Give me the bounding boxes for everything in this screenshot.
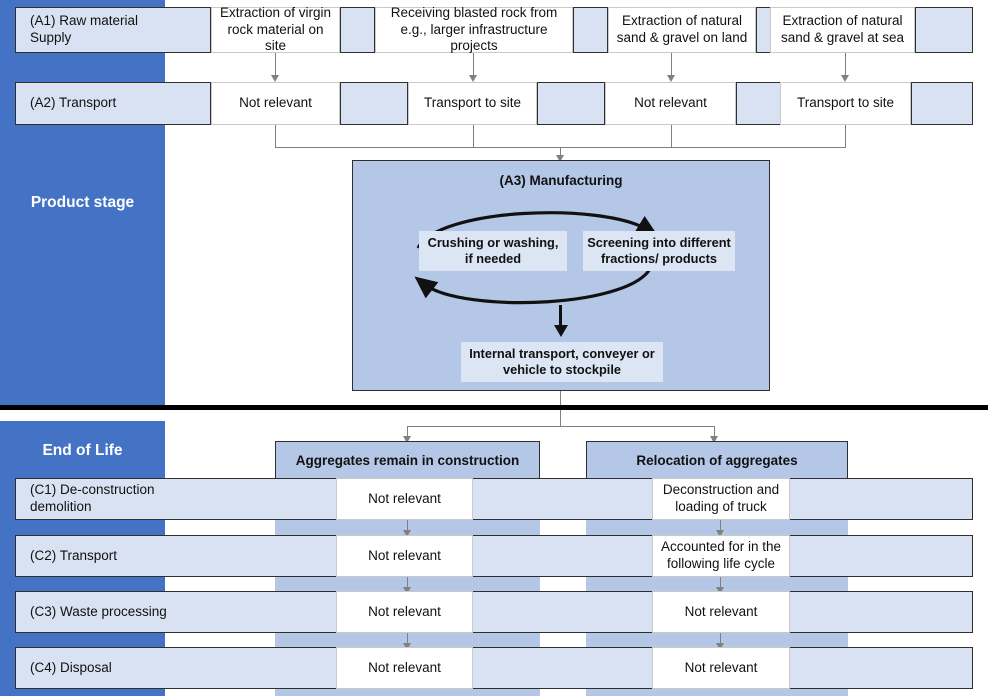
arrowhead-a1-a2-2 [469, 75, 477, 82]
a2-filler-2 [537, 82, 605, 125]
connector-a3-down [560, 391, 562, 410]
arrowhead-c2-c3-left [403, 587, 411, 594]
end-of-life-label: End of Life [42, 441, 123, 459]
connector-a1-a2-2 [473, 53, 475, 76]
arrowhead-eol-left [403, 436, 411, 443]
a2-box-2[interactable]: Transport to site [408, 82, 537, 125]
a1-filler-2 [573, 7, 608, 53]
connector-a2-drop-4 [845, 125, 847, 148]
connector-mfg-to-internal [559, 305, 562, 327]
manufacturing-box-internal-transport[interactable]: Internal transport, conveyer or vehicle … [461, 342, 663, 382]
connector-c3-c4-right [720, 633, 722, 645]
c4-cell-scenario-2[interactable]: Not relevant [652, 647, 790, 689]
a1-box-1[interactable]: Extraction of virgin rock material on si… [211, 5, 340, 53]
row-c4-label: (C4) Disposal [30, 659, 112, 675]
a2-filler-1 [340, 82, 408, 125]
a1-filler-4 [915, 7, 973, 53]
c4-cell-scenario-1[interactable]: Not relevant [336, 647, 473, 689]
c1-cell-scenario-1[interactable]: Not relevant [336, 478, 473, 520]
row-c2-bar: (C2) Transport [15, 535, 973, 577]
row-c1-label: (C1) De-construction demolition [30, 482, 155, 514]
connector-eol-left [407, 426, 409, 438]
connector-c1-c2-left [407, 520, 409, 532]
a2-box-4[interactable]: Transport to site [780, 82, 911, 125]
row-a2-label-bar: (A2) Transport [15, 82, 211, 125]
arrowhead-c1-c2-left [403, 530, 411, 537]
row-c4-bar: (C4) Disposal [15, 647, 973, 689]
arrowhead-c1-c2-right [716, 530, 724, 537]
connector-c2-c3-right [720, 577, 722, 589]
connector-c1-c2-right [720, 520, 722, 532]
product-stage-label: Product stage [30, 193, 135, 211]
connector-a2-drop-3 [671, 125, 673, 148]
arrowhead-c3-c4-right [716, 643, 724, 650]
connector-c2-c3-left [407, 577, 409, 589]
a1-box-2[interactable]: Receiving blasted rock from e.g., larger… [375, 5, 573, 53]
manufacturing-box-screening[interactable]: Screening into different fractions/ prod… [583, 231, 735, 271]
a2-filler-4 [911, 82, 973, 125]
a1-filler-1 [340, 7, 375, 53]
a1-box-4[interactable]: Extraction of natural sand & gravel at s… [770, 7, 915, 53]
arrowhead-a1-a2-3 [667, 75, 675, 82]
arrowhead-a1-a2-1 [271, 75, 279, 82]
a2-box-3[interactable]: Not relevant [605, 82, 736, 125]
connector-a2-drop-1 [275, 125, 277, 148]
a1-box-3[interactable]: Extraction of natural sand & gravel on l… [608, 7, 756, 53]
arrowhead-c2-c3-right [716, 587, 724, 594]
scenario-header-1[interactable]: Aggregates remain in construction [275, 441, 540, 482]
row-a2-label: (A2) Transport [30, 95, 117, 111]
row-c3-label: (C3) Waste processing [30, 603, 167, 619]
connector-c3-c4-left [407, 633, 409, 645]
c1-cell-scenario-2[interactable]: Deconstruction and loading of truck [652, 478, 790, 520]
connector-eol-right [714, 426, 716, 438]
row-a1-label: (A1) Raw material Supply [30, 13, 139, 45]
arrowhead-c3-c4-left [403, 643, 411, 650]
stage-separator [0, 405, 988, 410]
c2-cell-scenario-1[interactable]: Not relevant [336, 535, 473, 577]
a2-box-1[interactable]: Not relevant [211, 82, 340, 125]
arrowhead-a2-a3 [556, 155, 564, 162]
connector-a2-drop-2 [473, 125, 475, 148]
manufacturing-box-crushing[interactable]: Crushing or washing, if needed [419, 231, 567, 271]
c3-cell-scenario-1[interactable]: Not relevant [336, 591, 473, 633]
product-stage-band: Product stage [0, 0, 165, 405]
row-c2-label: (C2) Transport [30, 547, 118, 563]
connector-a2-a3 [560, 147, 562, 157]
connector-a1-a2-1 [275, 53, 277, 76]
arrowhead-eol-right [710, 436, 718, 443]
connector-a1-a2-3 [671, 53, 673, 76]
row-c3-bar: (C3) Waste processing [15, 591, 973, 633]
manufacturing-title: (A3) Manufacturing [499, 173, 623, 188]
arrowhead-mfg-to-internal [554, 325, 568, 337]
connector-a1-a2-4 [845, 53, 847, 76]
c2-cell-scenario-2[interactable]: Accounted for in the following life cycl… [652, 535, 790, 577]
row-a1-label-bar: (A1) Raw material Supply [15, 7, 211, 53]
connector-eol-bus [407, 426, 714, 428]
connector-eol-stem [560, 410, 562, 427]
c3-cell-scenario-2[interactable]: Not relevant [652, 591, 790, 633]
arrowhead-a1-a2-4 [841, 75, 849, 82]
scenario-header-2[interactable]: Relocation of aggregates [586, 441, 848, 482]
row-c1-bar: (C1) De-construction demolition [15, 478, 973, 520]
